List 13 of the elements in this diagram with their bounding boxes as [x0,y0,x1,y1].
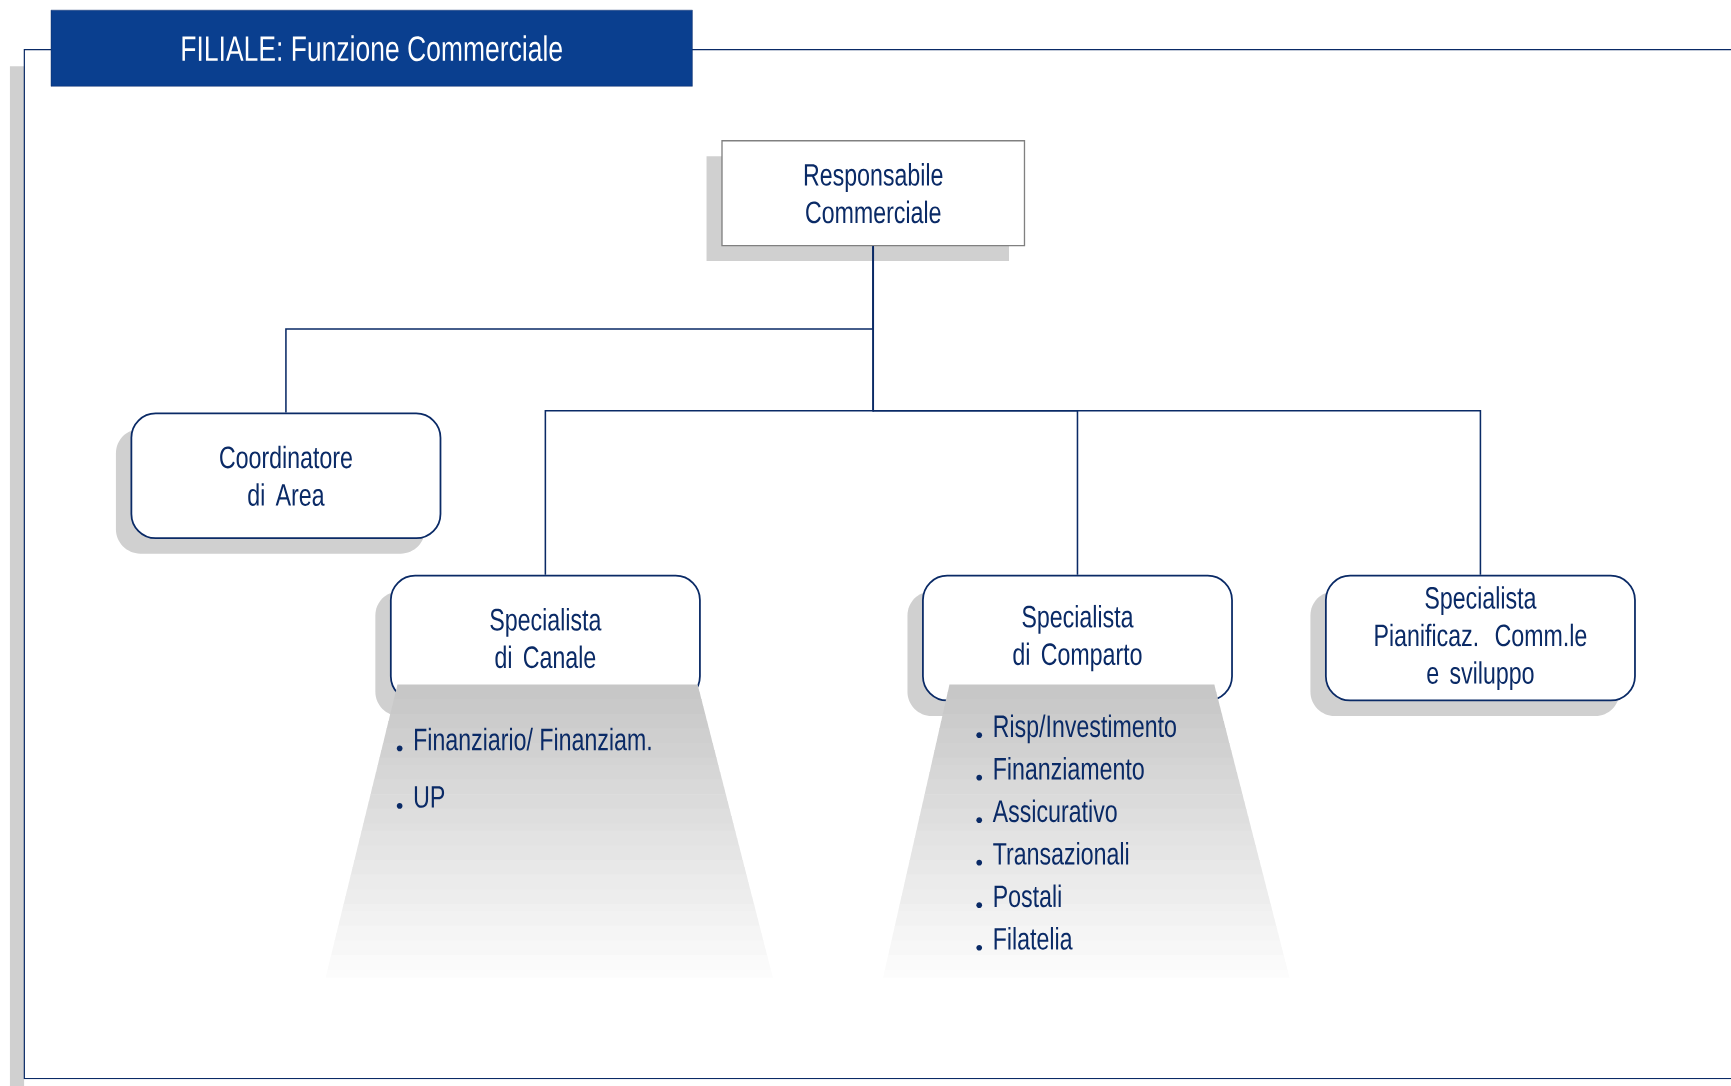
node-label: Transazionali [993,841,1129,865]
title-box: Responsabile Commerciale [706,139,1026,261]
node-label: Risp/Investimento [994,714,1176,744]
role-box: Specialista Pianificaz. Comm.le e sviluppo [1310,574,1636,716]
title-band: FILIALE: Funzione Commerciale [50,9,693,87]
node-label: Finanziario/ Finanziam. [415,727,651,751]
role-box: Coordinatore di Area [115,412,442,554]
node-label: Postali [994,884,1061,908]
node-label: UP [414,786,445,808]
node-label: Filatelia [994,926,1073,950]
node-label: Assicurativo [992,799,1117,823]
node-label: Finanziamento [994,756,1144,780]
connector-line [872,245,1482,576]
